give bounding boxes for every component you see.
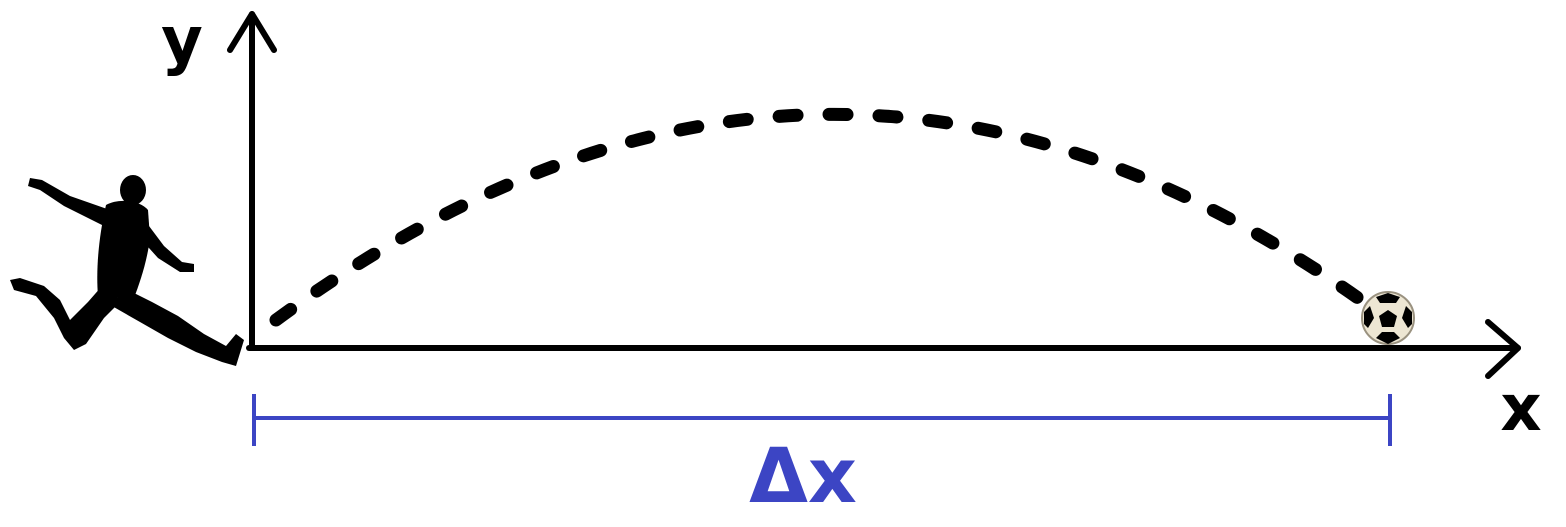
displacement-bracket (252, 394, 1392, 446)
axes (227, 11, 1521, 379)
y-axis-label: y (161, 4, 203, 78)
x-axis-arrowhead (1485, 319, 1521, 379)
soccer-ball-icon (1361, 291, 1415, 345)
displacement-label: Δx (749, 431, 857, 520)
x-axis-label: x (1500, 372, 1541, 446)
kicking-player-silhouette-icon (10, 175, 244, 366)
y-axis-arrowhead (227, 11, 277, 53)
trajectory-path (269, 107, 1365, 327)
